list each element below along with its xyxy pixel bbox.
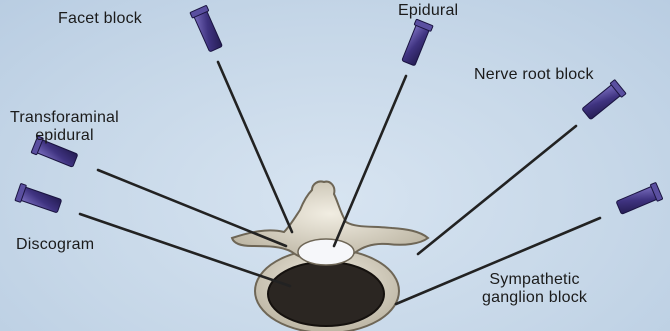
facet-block-label: Facet block xyxy=(58,10,142,28)
epidural-needle-shaft xyxy=(334,76,406,246)
sympathetic-ganglion-block-label: Sympathetic ganglion block xyxy=(482,271,587,307)
discogram-label: Discogram xyxy=(16,236,94,254)
sympathetic-needle-hub xyxy=(615,182,663,216)
facet-needle-shaft xyxy=(218,62,292,232)
discogram-needle-hub xyxy=(15,183,62,214)
spinal-canal xyxy=(298,239,354,265)
transforaminal-epidural-label: Transforaminal epidural xyxy=(10,109,119,145)
facet-needle-hub xyxy=(190,5,224,53)
transforaminal-needle-shaft xyxy=(98,170,286,246)
vertebra xyxy=(232,181,428,331)
disc-core xyxy=(268,262,384,326)
nerve-root-needle-hub xyxy=(581,80,627,122)
epidural-needle-hub xyxy=(400,19,433,67)
discogram-needle-shaft xyxy=(80,214,290,286)
nerve-root-needle-shaft xyxy=(418,126,576,254)
nerve-root-block-label: Nerve root block xyxy=(474,66,594,84)
epidural-label: Epidural xyxy=(398,2,458,20)
